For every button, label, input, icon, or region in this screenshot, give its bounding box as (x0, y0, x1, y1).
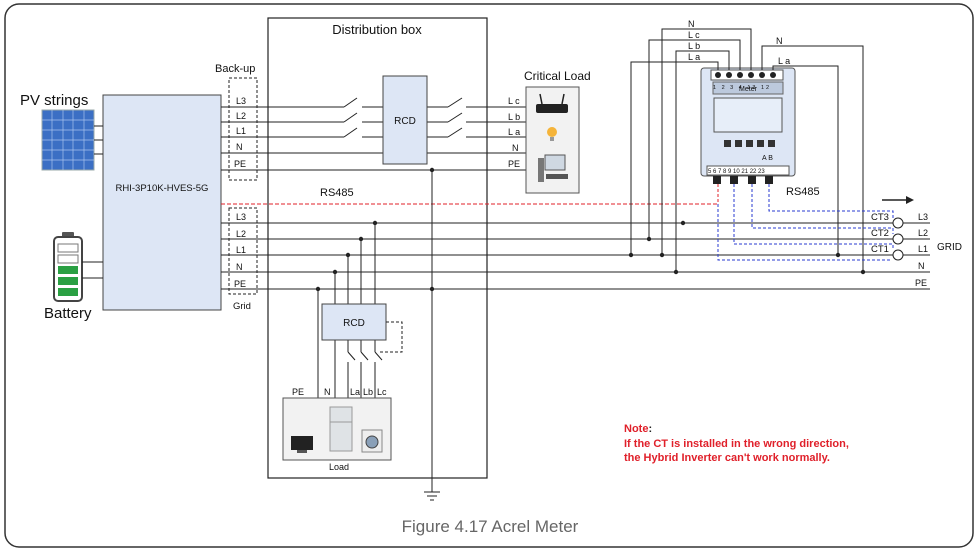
ct-label: CT3 (871, 212, 889, 223)
load-terminal: Lb (363, 387, 373, 397)
backup-label: Back-up (215, 63, 255, 75)
meter-bottom-pins (706, 165, 790, 184)
grid-line-label: L1 (918, 244, 928, 254)
grid-terminal-box (228, 207, 258, 295)
grid-wires (221, 222, 930, 290)
grid-terminal: L2 (236, 229, 246, 239)
meter-wire-label: L c (688, 30, 700, 40)
distribution-box-label: Distribution box (332, 22, 422, 37)
critical-terminal: L a (508, 127, 520, 137)
meter-label: Meter (739, 86, 758, 93)
meter-display (713, 97, 783, 133)
load-terminal: Lc (377, 387, 387, 397)
grid-line-labels: L3 L2 L1 N PE (915, 212, 928, 288)
arrow-right-icon (882, 196, 914, 204)
battery-icon (53, 232, 83, 302)
meter-label-strip (712, 81, 784, 95)
load-terminal: La (350, 387, 360, 397)
ct-label: CT1 (871, 244, 889, 255)
grid-box-label: Grid (233, 301, 251, 312)
load-label: Load (329, 462, 349, 472)
backup-terminals: L3 L2 L1 N PE (234, 96, 246, 169)
critical-load-label: Critical Load (524, 69, 591, 83)
backup-terminal: L1 (236, 126, 246, 136)
rs485-left-label: RS485 (320, 187, 354, 199)
meter-wire-label: N (688, 19, 695, 29)
grid-line-label: N (918, 261, 925, 271)
solar-panel-icon (41, 109, 95, 171)
inverter-model-label: RHI-3P10K-HVES-5G (116, 183, 209, 194)
backup-wires (221, 97, 526, 171)
meter-top-wire-labels: N L c L b L a N L a (688, 19, 790, 66)
meter-voltage-wires (630, 28, 864, 272)
outer-frame (4, 3, 974, 548)
computer-icon (538, 154, 568, 182)
load-terminal: N (324, 387, 331, 397)
grid-terminals: L3 L2 L1 N PE (234, 212, 246, 289)
note-title-text: Note (624, 423, 648, 435)
light-bulb-icon (547, 127, 557, 141)
rcd-top (382, 75, 428, 165)
grid-terminal: PE (234, 279, 246, 289)
critical-load-terminals: L c L b L a N PE (508, 96, 520, 169)
inverter-box (102, 94, 222, 311)
tv-icon (291, 436, 313, 453)
critical-terminal: L b (508, 112, 520, 122)
grid-label: GRID (937, 242, 962, 253)
pv-strings-label: PV strings (20, 92, 88, 109)
meter-wire-label: N (776, 36, 783, 46)
grid-terminal: L3 (236, 212, 246, 222)
meter-top-pins (710, 69, 784, 81)
grid-line-label: PE (915, 278, 927, 288)
backup-terminal: L2 (236, 111, 246, 121)
ground-icon (424, 491, 440, 501)
critical-terminal: N (512, 143, 519, 153)
ct-wires (717, 184, 894, 261)
rs485-right-label: RS485 (786, 186, 820, 198)
rcd-bottom-label: RCD (343, 318, 365, 329)
grid-line-label: L3 (918, 212, 928, 222)
backup-terminal: PE (234, 159, 246, 169)
critical-terminal: PE (508, 159, 520, 169)
grid-terminal: N (236, 262, 243, 272)
figure-caption: Figure 4.17 Acrel Meter (402, 517, 579, 536)
load-wires (317, 170, 433, 492)
ct-label: CT2 (871, 228, 889, 239)
note-line-2: the Hybrid Inverter can't work normally. (624, 452, 830, 464)
ct-circle (892, 249, 904, 261)
meter-wire-label: L b (688, 41, 700, 51)
ct-circle (892, 217, 904, 229)
note-title: Note: (624, 423, 652, 435)
meter-top-pin-numbers: 1 2 3 4 13 12 (713, 85, 771, 91)
battery-label: Battery (44, 305, 92, 322)
ct-circle (892, 233, 904, 245)
meter-bottom-pin-numbers: 5 6 7 8 9 10 21 22 23 (708, 169, 765, 175)
note-line-1: If the CT is installed in the wrong dire… (624, 438, 849, 450)
ct-labels: CT3 CT2 CT1 (871, 212, 889, 255)
meter-ab: A B (762, 155, 773, 162)
rcd-top-label: RCD (394, 116, 416, 127)
backup-terminal: N (236, 142, 243, 152)
load-terminal: PE (292, 387, 304, 397)
meter-wire-label: L a (778, 56, 790, 66)
rcd-bottom (321, 303, 387, 341)
refrigerator-icon (329, 406, 353, 452)
grid-terminal: L1 (236, 245, 246, 255)
grid-line-label: L2 (918, 228, 928, 238)
meter-buttons (724, 140, 775, 147)
backup-terminal: L3 (236, 96, 246, 106)
junction-dots (315, 167, 866, 292)
distribution-box (267, 17, 488, 479)
router-icon (536, 93, 568, 113)
load-terminals: PE N La Lb Lc (292, 387, 387, 397)
note-colon: : (648, 423, 652, 435)
meter-wire-label: L a (688, 52, 700, 62)
ct-sensors (892, 217, 904, 261)
washing-machine-icon (361, 429, 383, 453)
critical-terminal: L c (508, 96, 520, 106)
rcd-test-loop (378, 321, 403, 353)
